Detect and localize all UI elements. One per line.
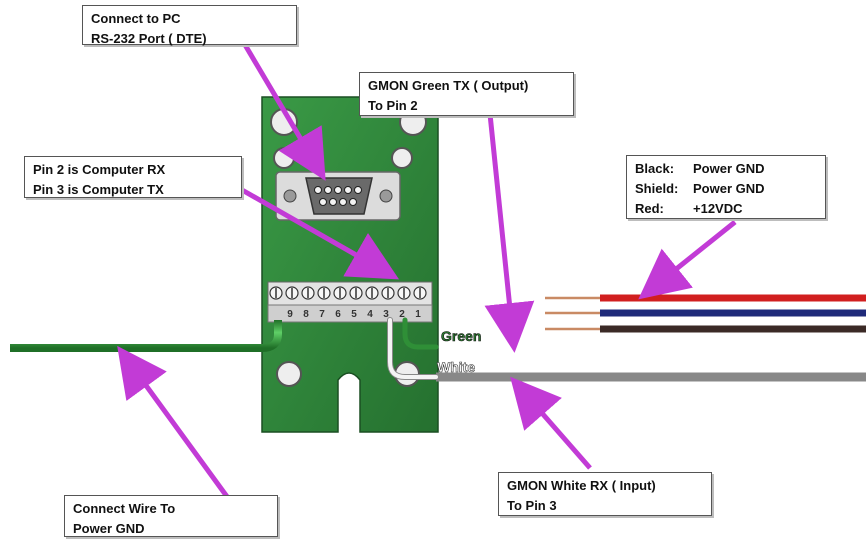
arrow-white-rx (510, 376, 592, 470)
callout-line: To Pin 3 (507, 498, 557, 513)
arrow-pc (235, 31, 326, 181)
callout-line: Connect to PC (91, 11, 181, 26)
callout-line: To Pin 2 (368, 98, 418, 113)
power-key: Red: (635, 201, 664, 216)
callout-pin-mapping: Pin 2 is Computer RX Pin 3 is Computer T… (24, 156, 242, 198)
callout-line: GMON White RX ( Input) (507, 478, 656, 493)
green-wire-label: Green (441, 328, 481, 344)
power-value: +12VDC (693, 201, 743, 216)
power-row-red: Red: +12VDC (635, 199, 817, 219)
white-wire-label: White (437, 359, 475, 375)
power-row-black: Black: Power GND (635, 159, 817, 179)
terminal-number: 1 (415, 309, 421, 320)
mounting-hole (391, 147, 413, 169)
gmon-green-wire: Green (402, 317, 866, 351)
callout-white-rx: GMON White RX ( Input) To Pin 3 (498, 472, 712, 516)
arrow-pins (226, 179, 400, 280)
ground-wire (10, 320, 282, 352)
circuit-board (261, 96, 439, 433)
callout-line: Power GND (73, 521, 145, 536)
power-value: Power GND (693, 161, 765, 176)
db9-connector (275, 171, 401, 221)
mounting-hole (273, 147, 295, 169)
callout-line: Pin 2 is Computer RX (33, 162, 166, 177)
callout-power: Black: Power GND Shield: Power GND Red: … (626, 155, 826, 219)
power-cable (545, 294, 866, 333)
terminal-number: 4 (367, 309, 373, 320)
terminal-number: 5 (351, 309, 357, 320)
terminal-number: 3 (383, 309, 389, 320)
gmon-white-wire: White (387, 317, 866, 382)
pointer-arrows (117, 31, 737, 500)
terminal-number: 2 (399, 309, 405, 320)
callout-line: Connect Wire To (73, 501, 176, 516)
power-key: Shield: (635, 181, 679, 196)
power-key: Black: (635, 161, 675, 176)
callout-line: GMON Green TX ( Output) (368, 78, 529, 93)
callout-line: RS-232 Port ( DTE) (91, 31, 207, 46)
callout-green-tx: GMON Green TX ( Output) To Pin 2 (359, 72, 574, 116)
callout-connect-pc: Connect to PC RS-232 Port ( DTE) (82, 5, 297, 46)
power-row-shield: Shield: Power GND (635, 179, 817, 199)
terminal-number: 9 (287, 309, 293, 320)
callout-line: Pin 3 is Computer TX (33, 182, 164, 197)
mounting-hole (276, 361, 302, 387)
callout-ground: Connect Wire To Power GND (64, 495, 278, 537)
terminal-number: 8 (303, 309, 309, 320)
power-value: Power GND (693, 181, 765, 196)
arrow-power (638, 220, 737, 300)
terminal-number: 6 (335, 309, 341, 320)
terminal-number: 7 (319, 309, 325, 320)
arrow-green-tx (484, 113, 535, 353)
arrow-gnd (117, 345, 231, 500)
